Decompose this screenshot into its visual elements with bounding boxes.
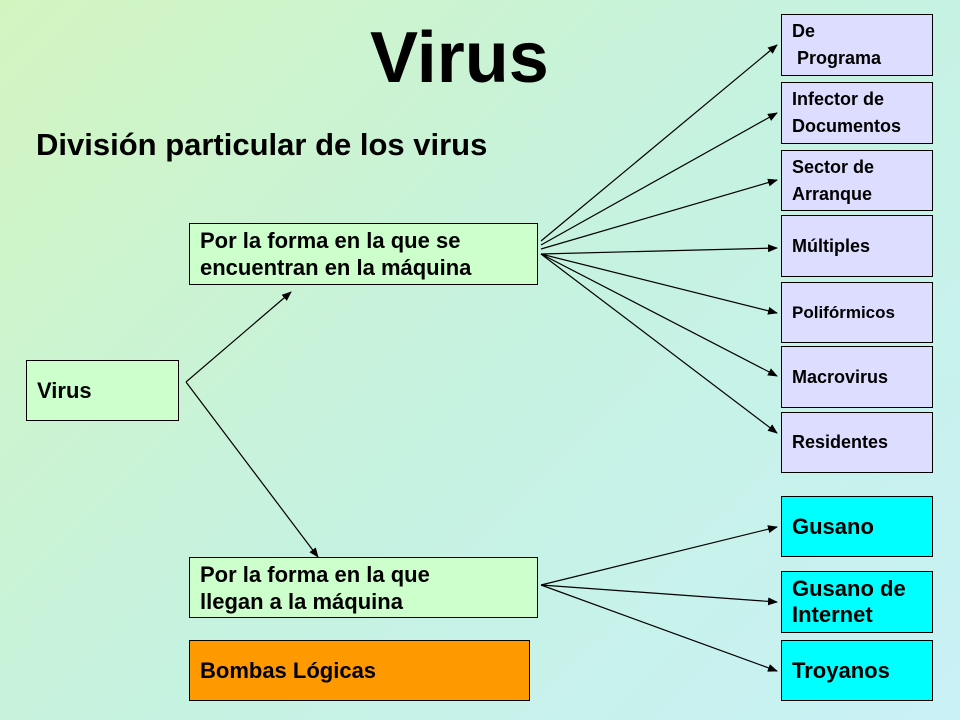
node-branch-arrival-label: Por la forma en la que llegan a la máqui… — [200, 561, 430, 614]
leaf-label: Infector de Documentos — [792, 89, 902, 136]
leaf-infector-documentos: Infector de Documentos — [781, 82, 933, 144]
arrow-branch2-to-leaf-2 — [540, 584, 778, 606]
leaf-gusano: Gusano — [781, 496, 933, 557]
leaf-label: Múltiples — [792, 235, 871, 256]
arrow-branch2-to-leaf-1 — [540, 525, 778, 586]
arrow-branch1-to-leaf-5 — [540, 253, 778, 315]
leaf-residentes: Residentes — [781, 412, 933, 473]
leaf-poliformicos: Polifórmicos — [781, 282, 933, 343]
leaf-troyanos: Troyanos — [781, 640, 933, 701]
leaf-label: Polifórmicos — [792, 303, 895, 322]
node-branch-arrival: Por la forma en la que llegan a la máqui… — [189, 557, 538, 618]
leaf-de-programa: De Programa — [781, 14, 933, 76]
arrow-root-to-branch-1 — [185, 291, 292, 383]
leaf-label: Gusano — [792, 513, 874, 539]
node-virus-root-label: Virus — [37, 377, 92, 403]
slide-subtitle: División particular de los virus — [36, 127, 488, 162]
leaf-label: Sector de Arranque — [792, 156, 875, 204]
leaf-label: De Programa — [792, 21, 882, 68]
arrow-branch1-to-leaf-7 — [540, 253, 778, 434]
leaf-macrovirus: Macrovirus — [781, 346, 933, 408]
leaf-label: Residentes — [792, 432, 889, 452]
arrow-branch1-to-leaf-1 — [540, 44, 778, 242]
leaf-gusano-internet: Gusano de Internet — [781, 571, 933, 633]
node-virus-root: Virus — [26, 360, 179, 421]
arrow-branch1-to-leaf-4 — [540, 244, 778, 255]
arrow-branch1-to-leaf-2 — [540, 112, 778, 246]
leaf-label: Troyanos — [792, 657, 890, 683]
leaf-sector-arranque: Sector de Arranque — [781, 150, 933, 211]
leaf-label: Gusano de Internet — [792, 576, 906, 627]
slide-title: Virus — [370, 18, 549, 98]
node-branch-location-label: Por la forma en la que se encuentran en … — [200, 228, 472, 280]
node-branch-location: Por la forma en la que se encuentran en … — [189, 223, 538, 285]
leaf-multiples: Múltiples — [781, 215, 933, 277]
arrow-branch1-to-leaf-6 — [540, 253, 778, 377]
node-logic-bombs: Bombas Lógicas — [189, 640, 530, 701]
arrow-branch1-to-leaf-3 — [540, 178, 778, 250]
node-logic-bombs-label: Bombas Lógicas — [200, 657, 377, 683]
arrow-branch2-to-leaf-3 — [540, 584, 778, 672]
arrow-root-to-branch-2 — [185, 381, 319, 558]
leaf-label: Macrovirus — [792, 366, 889, 387]
